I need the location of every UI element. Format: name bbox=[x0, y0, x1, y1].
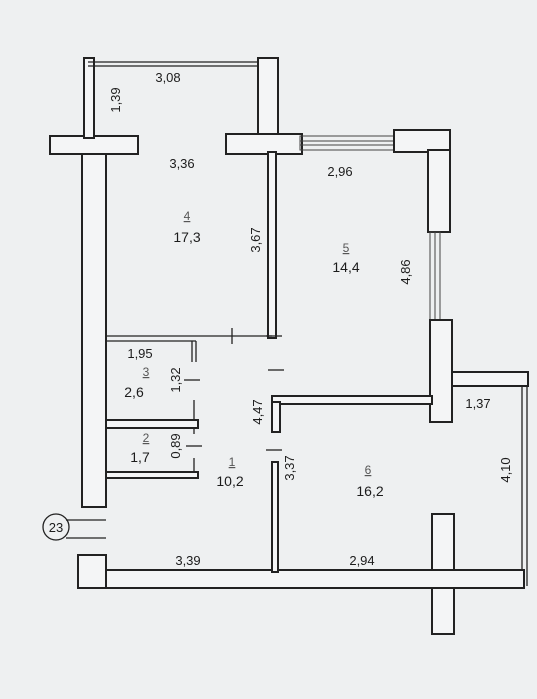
loggia-top-wall bbox=[451, 371, 529, 387]
dim-bottom-left: 3,39 bbox=[175, 553, 200, 568]
dim-room4-depth: 3,67 bbox=[248, 227, 263, 252]
dim-room3-depth: 1,32 bbox=[168, 367, 183, 392]
dim-room4-width: 3,36 bbox=[169, 156, 194, 171]
room1-area: 10,2 bbox=[216, 473, 243, 489]
dim-loggia-depth: 4,10 bbox=[498, 457, 513, 482]
dim-room5-depth: 4,86 bbox=[398, 259, 413, 284]
wall-left-outer bbox=[81, 151, 107, 508]
wall-bottom-left-cap bbox=[77, 554, 107, 589]
dim-loggia-width: 1,37 bbox=[465, 396, 490, 411]
room3-area: 2,6 bbox=[124, 384, 144, 400]
window-room5-top bbox=[299, 135, 397, 151]
apartment-marker: 23 bbox=[49, 520, 63, 535]
dim-room6-depth-inner: 3,37 bbox=[282, 455, 297, 480]
room5-area: 14,4 bbox=[332, 259, 359, 275]
wall-topright-corner bbox=[393, 129, 451, 153]
room6-area: 16,2 bbox=[356, 483, 383, 499]
wall-right-middle bbox=[429, 319, 453, 423]
partition-4-5 bbox=[267, 151, 277, 339]
partition-5-6 bbox=[271, 395, 433, 405]
dim-hall-length: 4,47 bbox=[250, 399, 265, 424]
dim-room3-width: 1,95 bbox=[127, 346, 152, 361]
partition-2-bottom bbox=[105, 471, 199, 479]
partition-hall-6 bbox=[271, 401, 281, 433]
partition-hall-6-lower bbox=[271, 461, 279, 573]
dim-room2-depth: 0,89 bbox=[168, 433, 183, 458]
wall-right-upper bbox=[427, 149, 451, 233]
dim-room5-width: 2,96 bbox=[327, 164, 352, 179]
dim-balcony-width: 3,08 bbox=[155, 70, 180, 85]
room6-number: 6 bbox=[365, 463, 372, 477]
room4-number: 4 bbox=[184, 209, 191, 223]
room2-area: 1,7 bbox=[130, 449, 150, 465]
apartment-marker-circle bbox=[42, 513, 70, 541]
wall-bottom bbox=[79, 569, 525, 589]
wall-balcony-left bbox=[83, 57, 95, 139]
dim-bottom-right: 2,94 bbox=[349, 553, 374, 568]
room3-number: 3 bbox=[143, 365, 150, 379]
wall-balcony-right bbox=[257, 57, 279, 139]
room2-number: 2 bbox=[143, 431, 150, 445]
room4-area: 17,3 bbox=[173, 229, 200, 245]
partition-3-2 bbox=[105, 419, 199, 429]
wall-middle-cap bbox=[225, 133, 303, 155]
dim-balcony-depth: 1,39 bbox=[108, 87, 123, 112]
room1-number: 1 bbox=[229, 455, 236, 469]
room5-number: 5 bbox=[343, 241, 350, 255]
